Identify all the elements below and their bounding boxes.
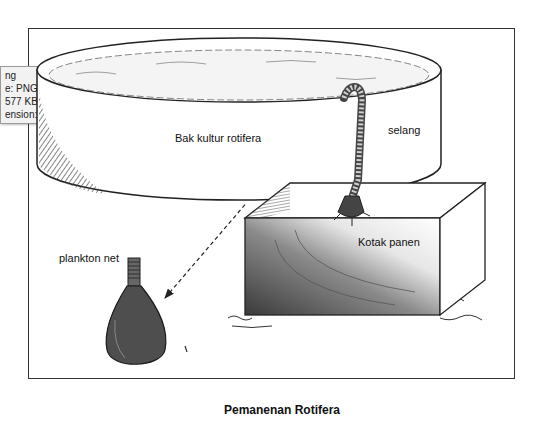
culture-tank: Bak kultur rotifera xyxy=(36,34,442,204)
bag-highlight xyxy=(115,320,125,358)
box-opening xyxy=(245,183,485,218)
water-surface xyxy=(49,50,429,100)
figure-caption: Pemanenan Rotifera xyxy=(5,403,554,417)
plankton-net: plankton net xyxy=(55,250,165,370)
plankton-net-shape xyxy=(55,250,165,370)
culture-tank-shape xyxy=(36,34,442,204)
node-text: 577 KB xyxy=(5,95,38,108)
water-puddle xyxy=(228,297,482,327)
hose-body xyxy=(344,87,362,198)
part-label: selang xyxy=(388,124,420,136)
box-front-face xyxy=(245,218,440,315)
node-text: ension: 1366 x 768 pixels xyxy=(5,108,118,121)
tooltip-box: nge: PNG Image577 KBension: 1366 x 768 p… xyxy=(0,66,134,124)
tank-rim xyxy=(37,38,441,102)
hose-ribs xyxy=(344,87,362,198)
tick-mark xyxy=(185,346,187,352)
sock-strings xyxy=(334,212,370,226)
net-neck xyxy=(128,258,140,286)
node-text: e: PNG Image xyxy=(5,82,68,95)
inner-wall-shading xyxy=(245,183,290,218)
tank-shading xyxy=(39,92,106,194)
harvest-box-shape xyxy=(245,180,487,317)
net-bag xyxy=(106,286,166,364)
hose-filter-sock xyxy=(338,196,364,217)
transfer-arrow xyxy=(165,205,245,298)
harvest-box: Kotak panen xyxy=(245,180,487,317)
node-label: plankton net xyxy=(59,252,119,265)
node-label: Kotak panen xyxy=(358,236,420,249)
figure-frame xyxy=(29,29,515,379)
box-side-face xyxy=(440,183,485,315)
neck-rings xyxy=(128,262,140,278)
front-face-strokes xyxy=(275,230,415,305)
water-ripples xyxy=(76,61,376,80)
node-label: Bak kultur rotifera xyxy=(175,132,261,145)
tank-wall xyxy=(37,70,441,200)
node-text: ng xyxy=(5,69,16,82)
